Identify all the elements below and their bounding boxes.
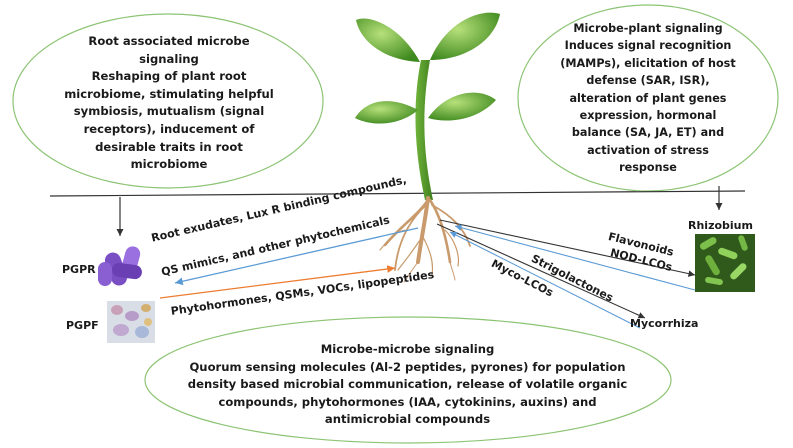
bottom-ellipse-title: Microbe-microbe signaling xyxy=(320,342,495,356)
right-ellipse xyxy=(517,4,779,192)
left-ellipse xyxy=(12,13,324,189)
bottom-ellipse-text: Microbe-microbe signaling Quorum sensing… xyxy=(175,341,640,429)
arrow-myco-lcos xyxy=(449,231,641,329)
pgpr-bacteria-image xyxy=(98,246,142,286)
pgpr-label: PGPR xyxy=(62,263,96,276)
left-ellipse-body: Reshaping of plant root microbiome, stim… xyxy=(64,69,274,172)
arrow-strigolactones xyxy=(436,223,646,319)
rhizobium-label: Rhizobium xyxy=(688,219,753,232)
left-ellipse-text: Root associated microbe signaling Reshap… xyxy=(58,33,280,174)
right-ellipse-body: Induces signal recognition (MAMPs), elic… xyxy=(560,39,736,175)
right-ellipse-text: Microbe-plant signaling Induces signal r… xyxy=(558,20,738,177)
arrow-root-exudates xyxy=(174,227,419,286)
plant-illustration xyxy=(355,12,500,283)
bottom-ellipse xyxy=(144,316,672,444)
pgpf-label: PGPF xyxy=(66,319,99,332)
arrow-flavonoids xyxy=(439,219,696,277)
pgpf-fungi-image xyxy=(107,301,155,343)
ground-line xyxy=(49,190,746,197)
bottom-ellipse-body: Quorum sensing molecules (Al-2 peptides,… xyxy=(187,359,628,427)
arrow-phytohormones xyxy=(159,265,396,299)
left-ellipse-title: Root associated microbe signaling xyxy=(88,34,250,66)
rhizobium-image xyxy=(695,234,755,292)
right-ellipse-title: Microbe-plant signaling xyxy=(573,22,723,35)
mycorrhiza-label: Mycorrhiza xyxy=(630,317,699,330)
arrow-nod-lcos xyxy=(454,224,696,291)
